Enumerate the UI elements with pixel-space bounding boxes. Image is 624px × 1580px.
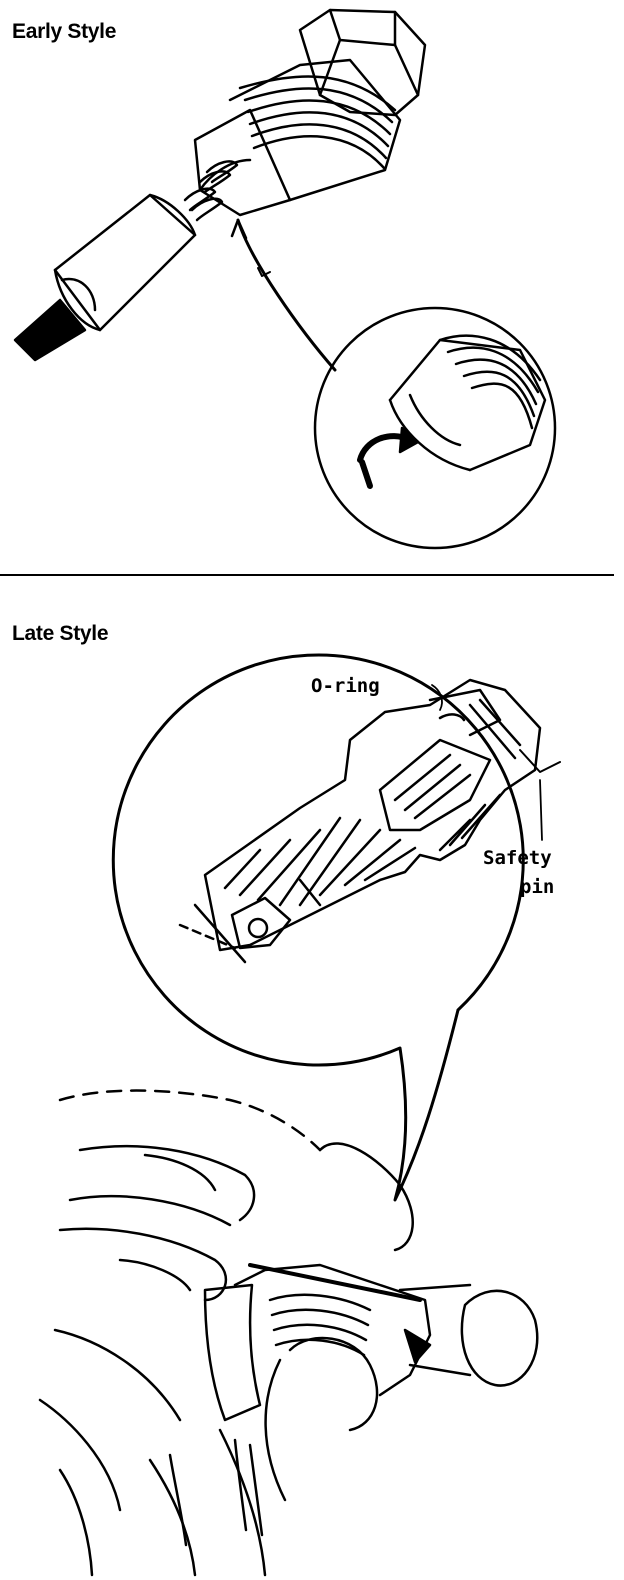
safety-pin-label-line1: Safety	[483, 847, 552, 869]
late-style-detail-inset	[111, 653, 525, 1202]
section-divider	[0, 574, 614, 576]
late-style-cutaway-drawing	[178, 678, 561, 964]
o-ring-label: O-ring	[311, 675, 380, 697]
early-style-housing-drawing	[13, 8, 427, 372]
early-style-heading: Early Style	[12, 20, 117, 43]
late-style-heading: Late Style	[12, 622, 109, 645]
safety-pin-label-line2: pin	[520, 876, 554, 898]
late-style-hands-drawing	[38, 1089, 539, 1577]
early-style-detail-inset	[313, 306, 557, 550]
